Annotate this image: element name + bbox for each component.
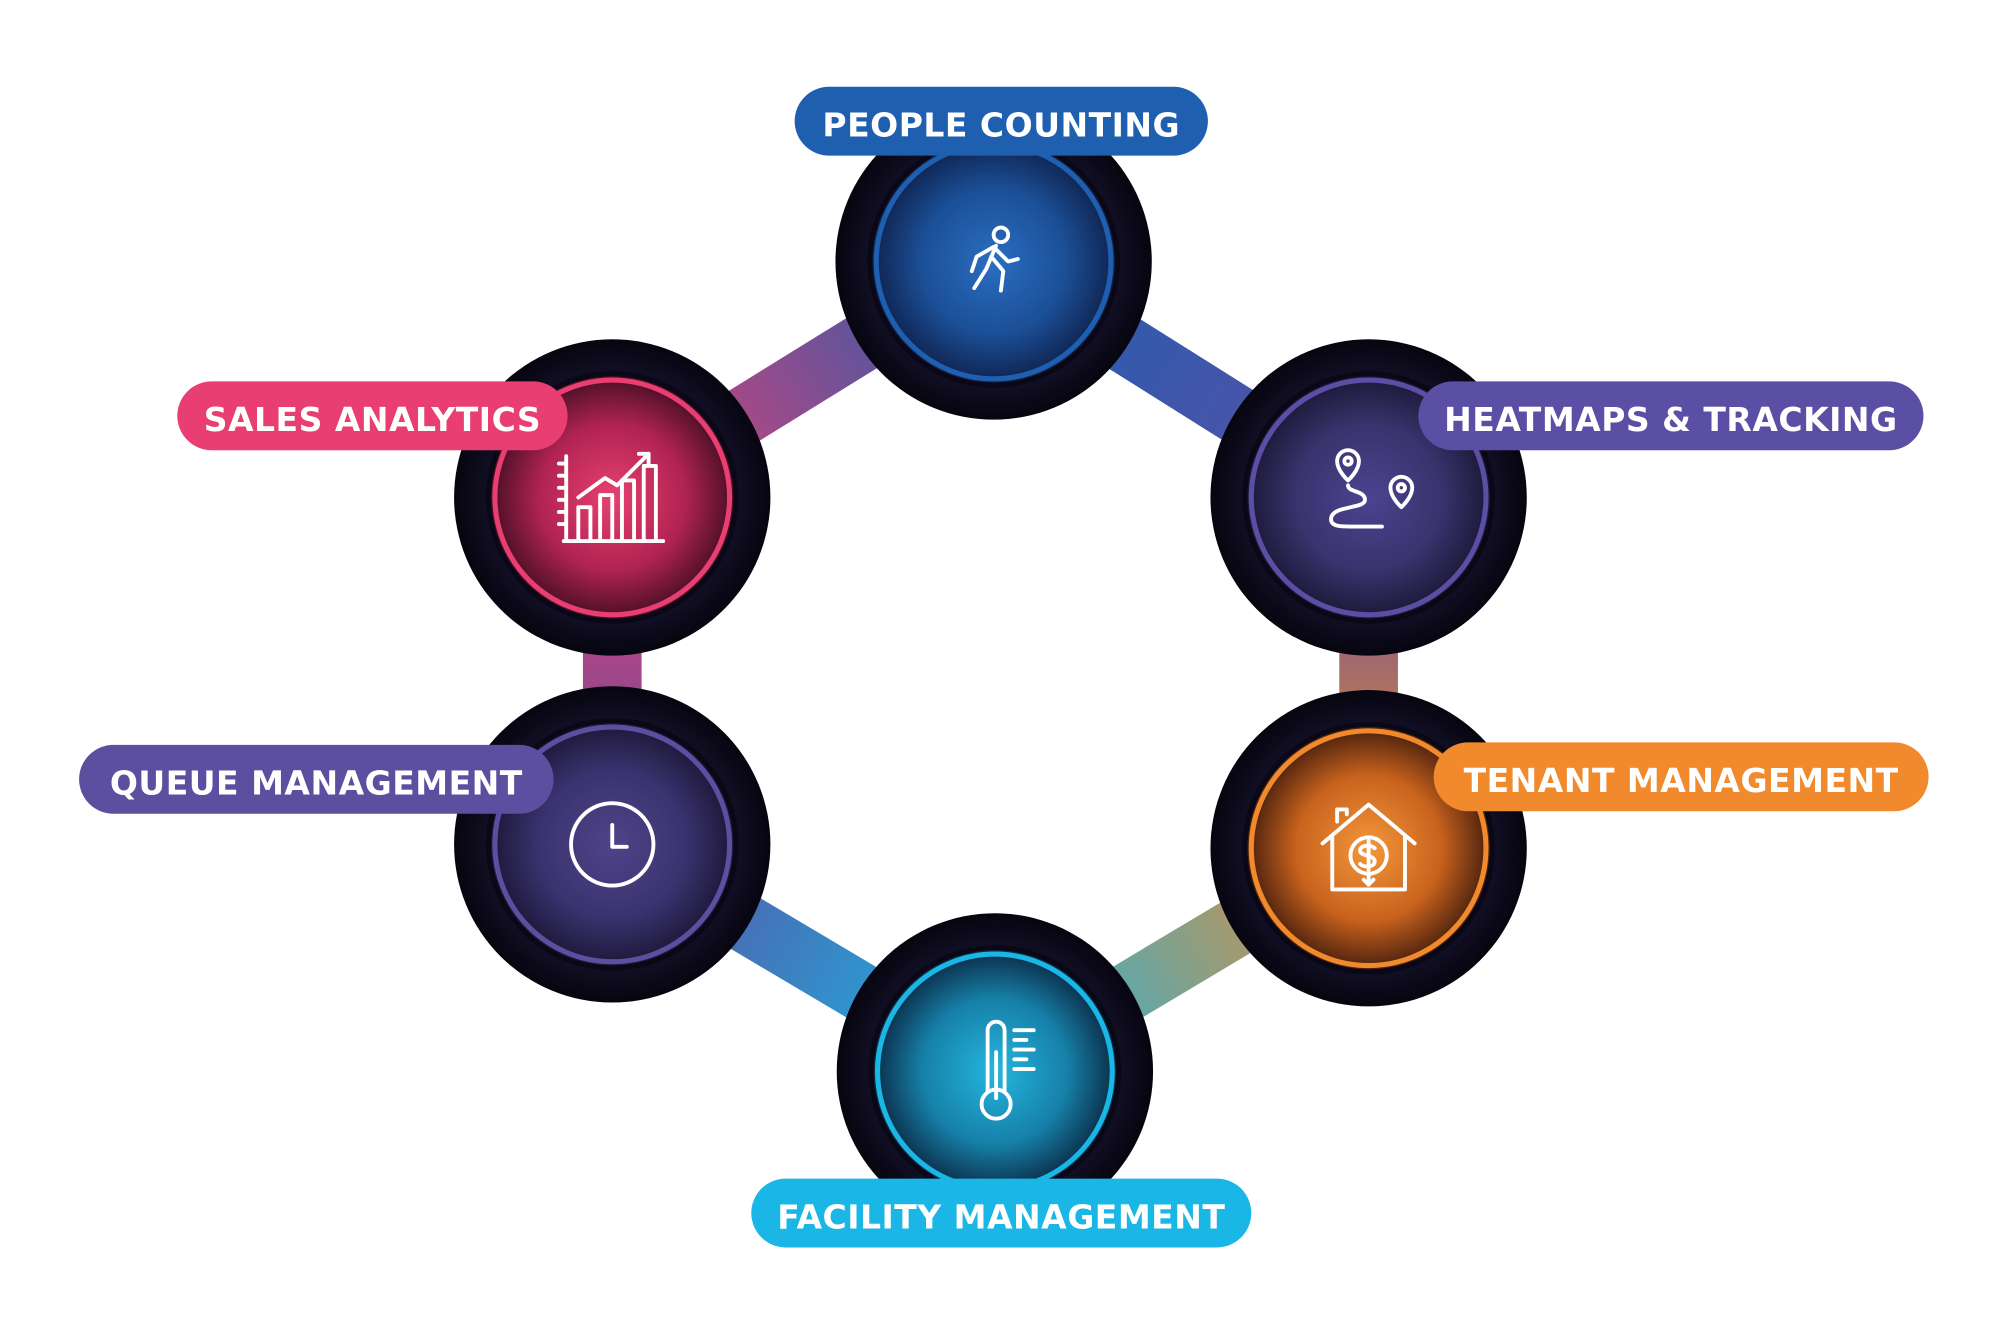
label-pill [794,86,1208,156]
person-walking-icon [969,225,1020,293]
label-text: FACILITY MANAGEMENT [777,1197,1225,1236]
label-pill [1433,742,1929,812]
label-text: QUEUE MANAGEMENT [110,764,523,803]
node-ring [492,724,733,965]
node-ring [492,377,733,618]
node-tenant-management [1210,690,1527,1007]
node-ring [1248,377,1489,618]
route-pins-icon [1329,448,1415,529]
label-pill [1418,381,1924,451]
thermometer-icon [979,1019,1036,1121]
house-dollar-icon [1320,802,1417,892]
label-queue-management: QUEUE MANAGEMENT [79,744,554,814]
label-people-counting: PEOPLE COUNTING [794,86,1208,156]
node-ring [1248,728,1489,969]
label-heatmaps-tracking: HEATMAPS & TRACKING [1418,381,1924,451]
clock-icon [569,801,656,888]
label-text: TENANT MANAGEMENT [1464,761,1899,800]
label-tenant-management: TENANT MANAGEMENT [1433,742,1929,812]
label-pill [751,1178,1252,1248]
label-text: PEOPLE COUNTING [822,105,1180,144]
node-people-counting [835,103,1152,420]
label-pill [177,381,568,451]
label-facility-management: FACILITY MANAGEMENT [751,1178,1252,1248]
label-pill [79,744,554,814]
bar-chart-icon [556,451,666,544]
label-sales-analytics: SALES ANALYTICS [177,381,568,451]
label-text: SALES ANALYTICS [204,400,542,439]
node-queue-management [454,686,771,1003]
label-text: HEATMAPS & TRACKING [1444,400,1897,439]
nodes-layer: PEOPLE COUNTING HEATMAPS & TRACKING TENANT… [79,86,1929,1248]
node-facility-management [836,913,1154,1230]
